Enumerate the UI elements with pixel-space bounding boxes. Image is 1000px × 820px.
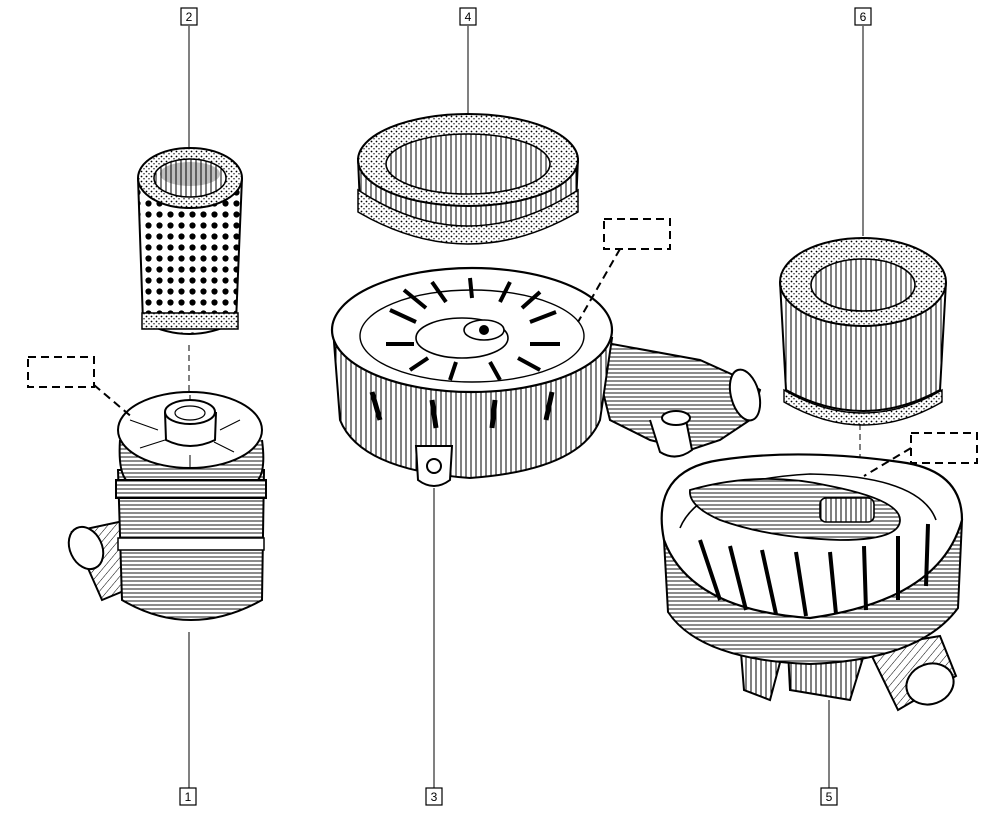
air-filter-housing-large: [660, 453, 964, 788]
filter-cartridge-perforated: [137, 26, 243, 400]
svg-text:1: 1: [185, 790, 192, 804]
svg-text:2: 2: [186, 10, 193, 24]
placeholder-box-right: [863, 432, 978, 477]
placeholder-box-left: [27, 356, 134, 419]
callout-4: 4: [459, 7, 477, 26]
svg-text:3: 3: [431, 790, 438, 804]
callout-6: 6: [854, 7, 872, 26]
callout-5: 5: [820, 787, 838, 806]
callout-1: 1: [179, 787, 197, 806]
callout-2: 2: [180, 7, 198, 26]
air-filter-housing-cylindrical: [67, 391, 267, 788]
filter-element-flat-ring: [357, 26, 579, 245]
svg-text:6: 6: [860, 10, 867, 24]
filter-element-cylindrical: [779, 26, 947, 505]
svg-text:4: 4: [465, 10, 472, 24]
svg-text:5: 5: [826, 790, 833, 804]
placeholder-box-center: [577, 218, 671, 323]
air-filter-housing-pancake: [330, 266, 762, 788]
callout-3: 3: [425, 787, 443, 806]
